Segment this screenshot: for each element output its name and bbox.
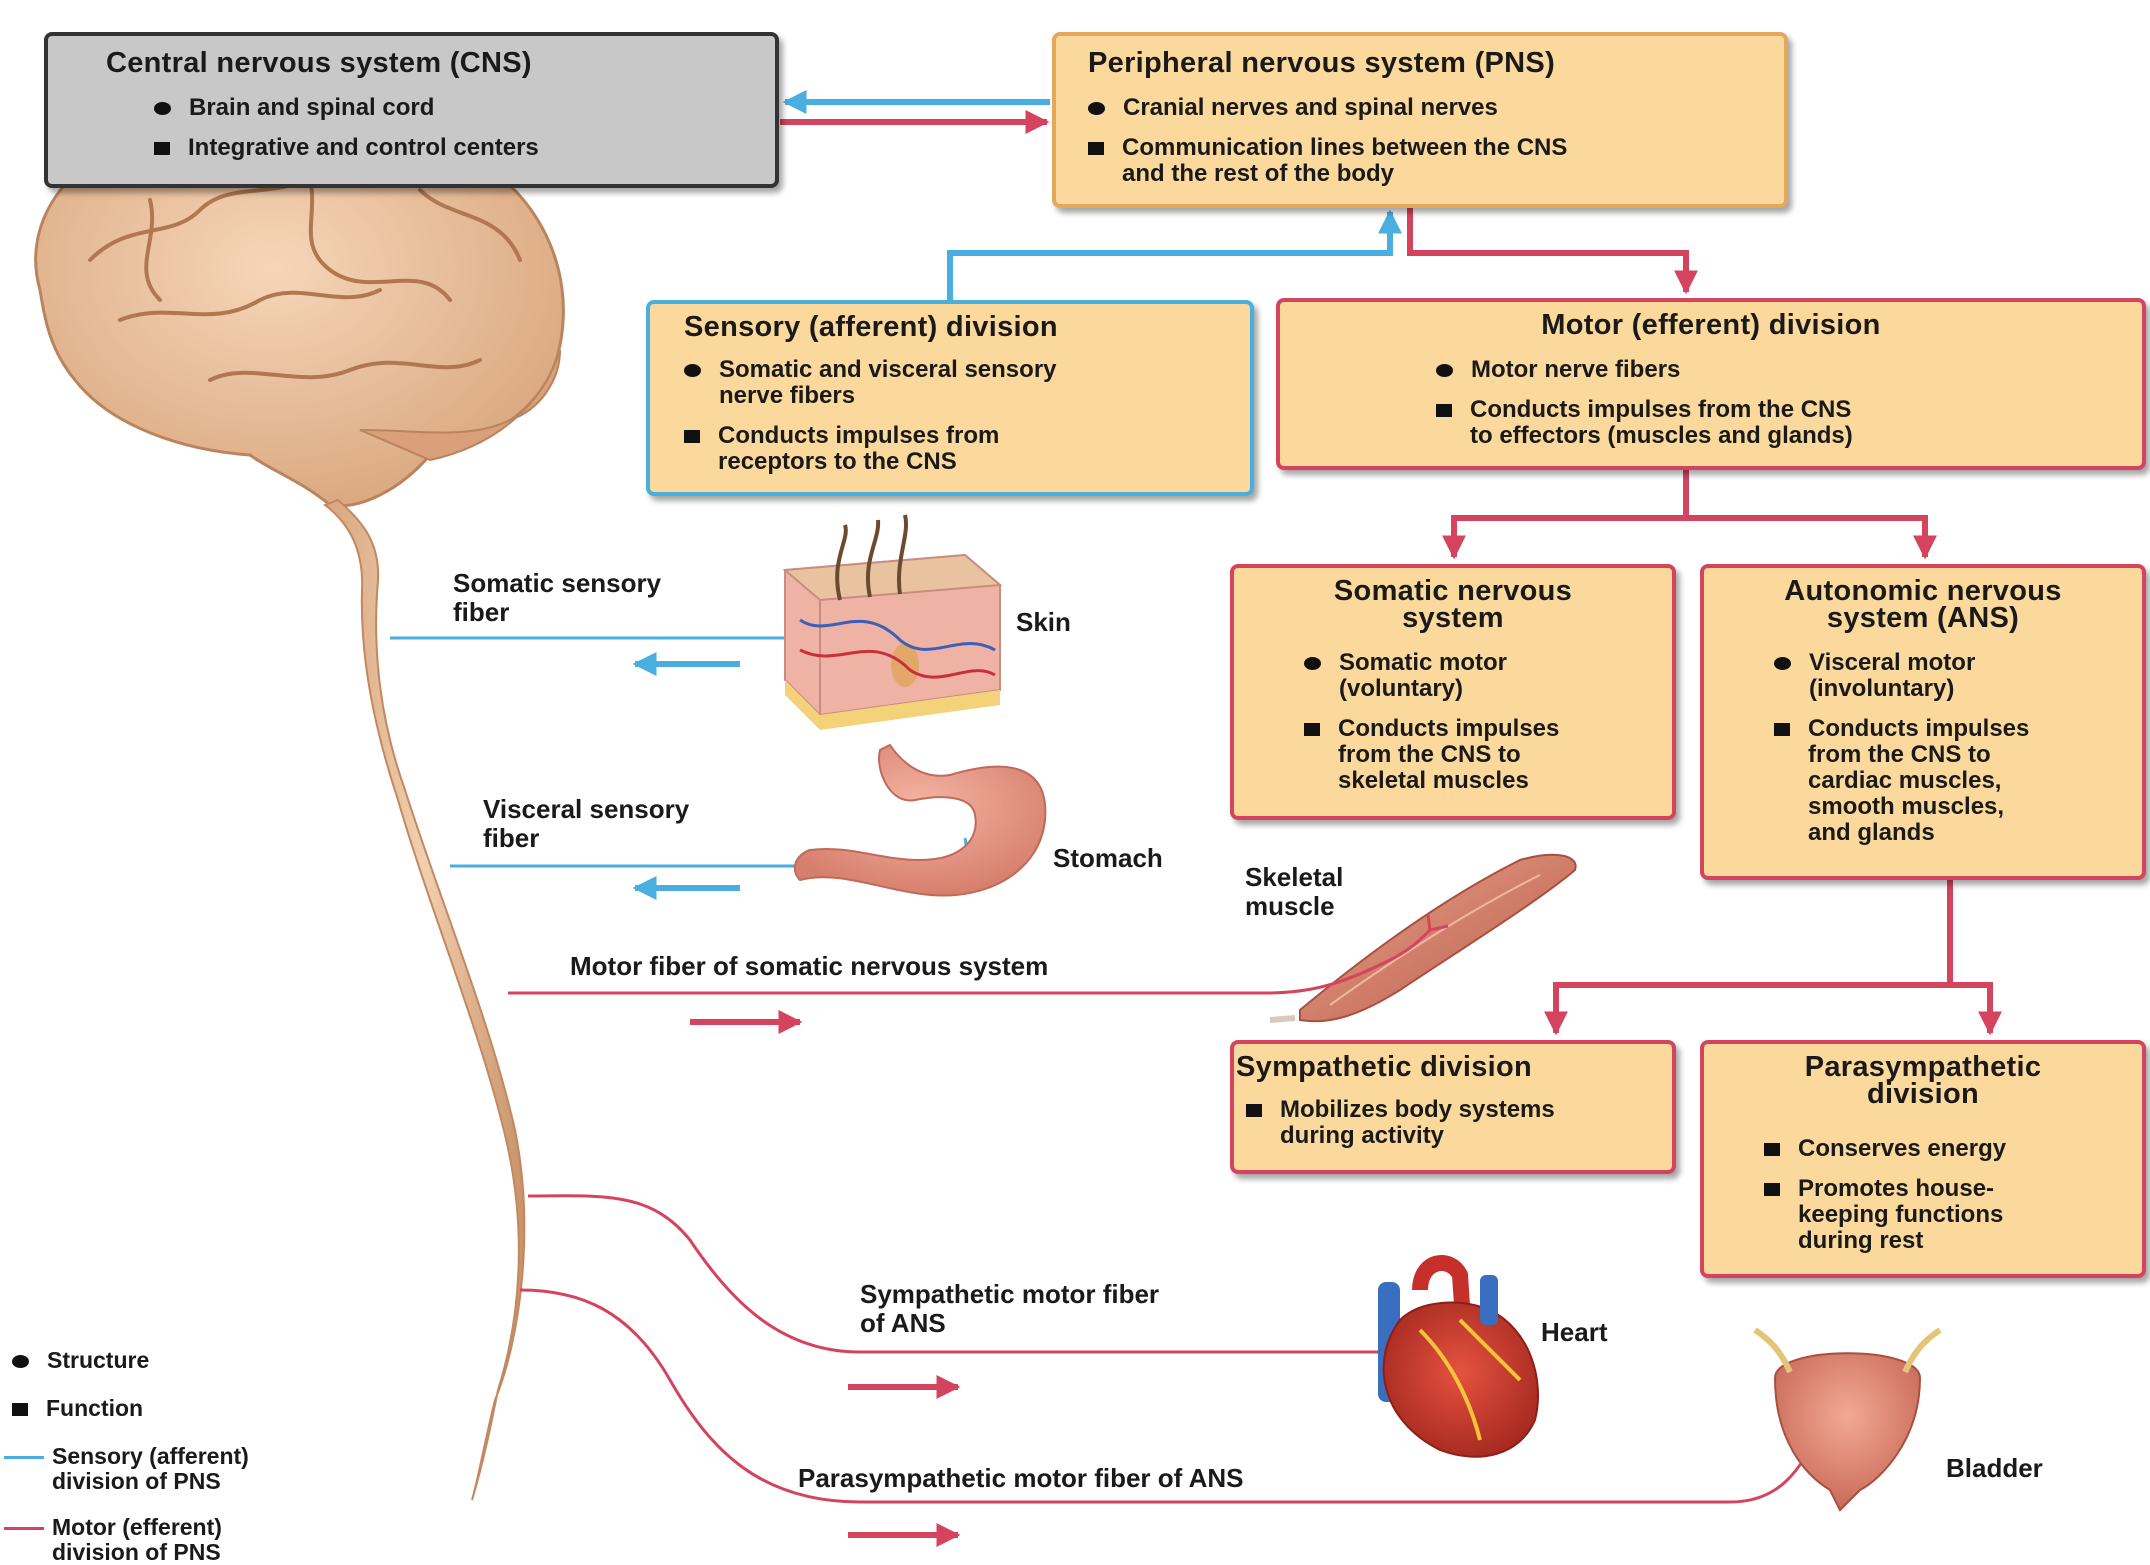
function-bullet-icon <box>1764 1143 1780 1156</box>
structure-bullet-icon <box>1304 657 1321 670</box>
stomach-label: Stomach <box>1053 843 1163 873</box>
heart-illustration <box>1378 1255 1539 1458</box>
motor-structure: Motor nerve fibers <box>1436 357 2142 383</box>
bladder-illustration <box>1753 1327 1942 1512</box>
function-bullet-icon <box>1774 723 1790 736</box>
heart-label: Heart <box>1541 1317 1608 1347</box>
skeletal-muscle-illustration <box>1269 853 1577 1023</box>
legend-function: Function <box>12 1396 143 1421</box>
parasympathetic-motor-fiber-line <box>519 1288 1822 1504</box>
sensory-division-box: Sensory (afferent) division Somatic and … <box>646 300 1254 496</box>
function-bullet-icon <box>1088 142 1104 155</box>
skin-illustration <box>782 514 1003 730</box>
bladder-label: Bladder <box>1946 1453 2043 1483</box>
stomach-illustration <box>793 743 1047 897</box>
structure-bullet-icon <box>154 102 171 115</box>
function-bullet-icon <box>1304 723 1320 736</box>
connector-motor-to-autonomic <box>1686 515 1937 560</box>
structure-bullet-icon <box>684 364 701 377</box>
parasympathetic-motor-fiber-label: Parasympathetic motor fiber of ANS <box>798 1463 1244 1493</box>
motor-division-box: Motor (efferent) division Motor nerve fi… <box>1276 298 2146 470</box>
legend-structure: Structure <box>12 1348 149 1373</box>
connector-motor-to-somatic <box>1442 470 1689 560</box>
function-bullet-icon <box>1764 1183 1780 1196</box>
sympathetic-title: Sympathetic division <box>1236 1051 1533 1083</box>
connector-pns-to-motor <box>1407 207 1698 295</box>
function-bullet-icon <box>684 430 700 443</box>
cns-title: Central nervous system (CNS) <box>106 47 532 79</box>
cns-items: Brain and spinal cord Integrative and co… <box>106 95 775 161</box>
legend-sensory: Sensory (afferent)division of PNS <box>4 1444 249 1494</box>
autonomic-structure: Visceral motor(involuntary) <box>1774 650 2142 702</box>
skin-label: Skin <box>1016 607 1071 637</box>
legend-motor: Motor (efferent)division of PNS <box>4 1515 222 1565</box>
structure-bullet-icon <box>1436 364 1453 377</box>
motor-title: Motor (efferent) division <box>1541 309 1881 341</box>
function-bullet-icon <box>154 142 170 155</box>
somatic-structure: Somatic motor(voluntary) <box>1304 650 1672 702</box>
cns-box: Central nervous system (CNS) Brain and s… <box>44 32 779 188</box>
pns-title: Peripheral nervous system (PNS) <box>1088 47 1556 79</box>
sympathetic-division-box: Sympathetic division Mobilizes body syst… <box>1230 1040 1676 1174</box>
somatic-motor-fiber-line <box>508 928 1432 995</box>
parasympathetic-function-1: Conserves energy <box>1764 1136 2142 1162</box>
somatic-motor-fiber-label: Motor fiber of somatic nervous system <box>570 951 1049 981</box>
cns-structure: Brain and spinal cord <box>154 95 775 121</box>
connector-sensory-to-pns <box>947 209 1402 300</box>
function-bullet-icon <box>12 1403 28 1416</box>
connector-ans-to-sympathetic <box>1544 880 1953 1036</box>
motor-line-swatch <box>4 1527 44 1530</box>
function-bullet-icon <box>1436 404 1452 417</box>
pns-box: Peripheral nervous system (PNS) Cranial … <box>1052 32 1788 208</box>
structure-bullet-icon <box>1088 102 1105 115</box>
spinal-cord <box>322 498 526 1501</box>
sensory-line-swatch <box>4 1456 44 1459</box>
brain-illustration <box>34 107 565 508</box>
connector-ans-to-parasympathetic <box>1950 982 2002 1036</box>
pns-structure: Cranial nerves and spinal nerves <box>1088 95 1784 121</box>
function-bullet-icon <box>1246 1104 1262 1117</box>
sensory-title: Sensory (afferent) division <box>684 311 1058 343</box>
structure-bullet-icon <box>12 1355 29 1368</box>
cns-function: Integrative and control centers <box>154 135 775 161</box>
structure-bullet-icon <box>1774 657 1791 670</box>
